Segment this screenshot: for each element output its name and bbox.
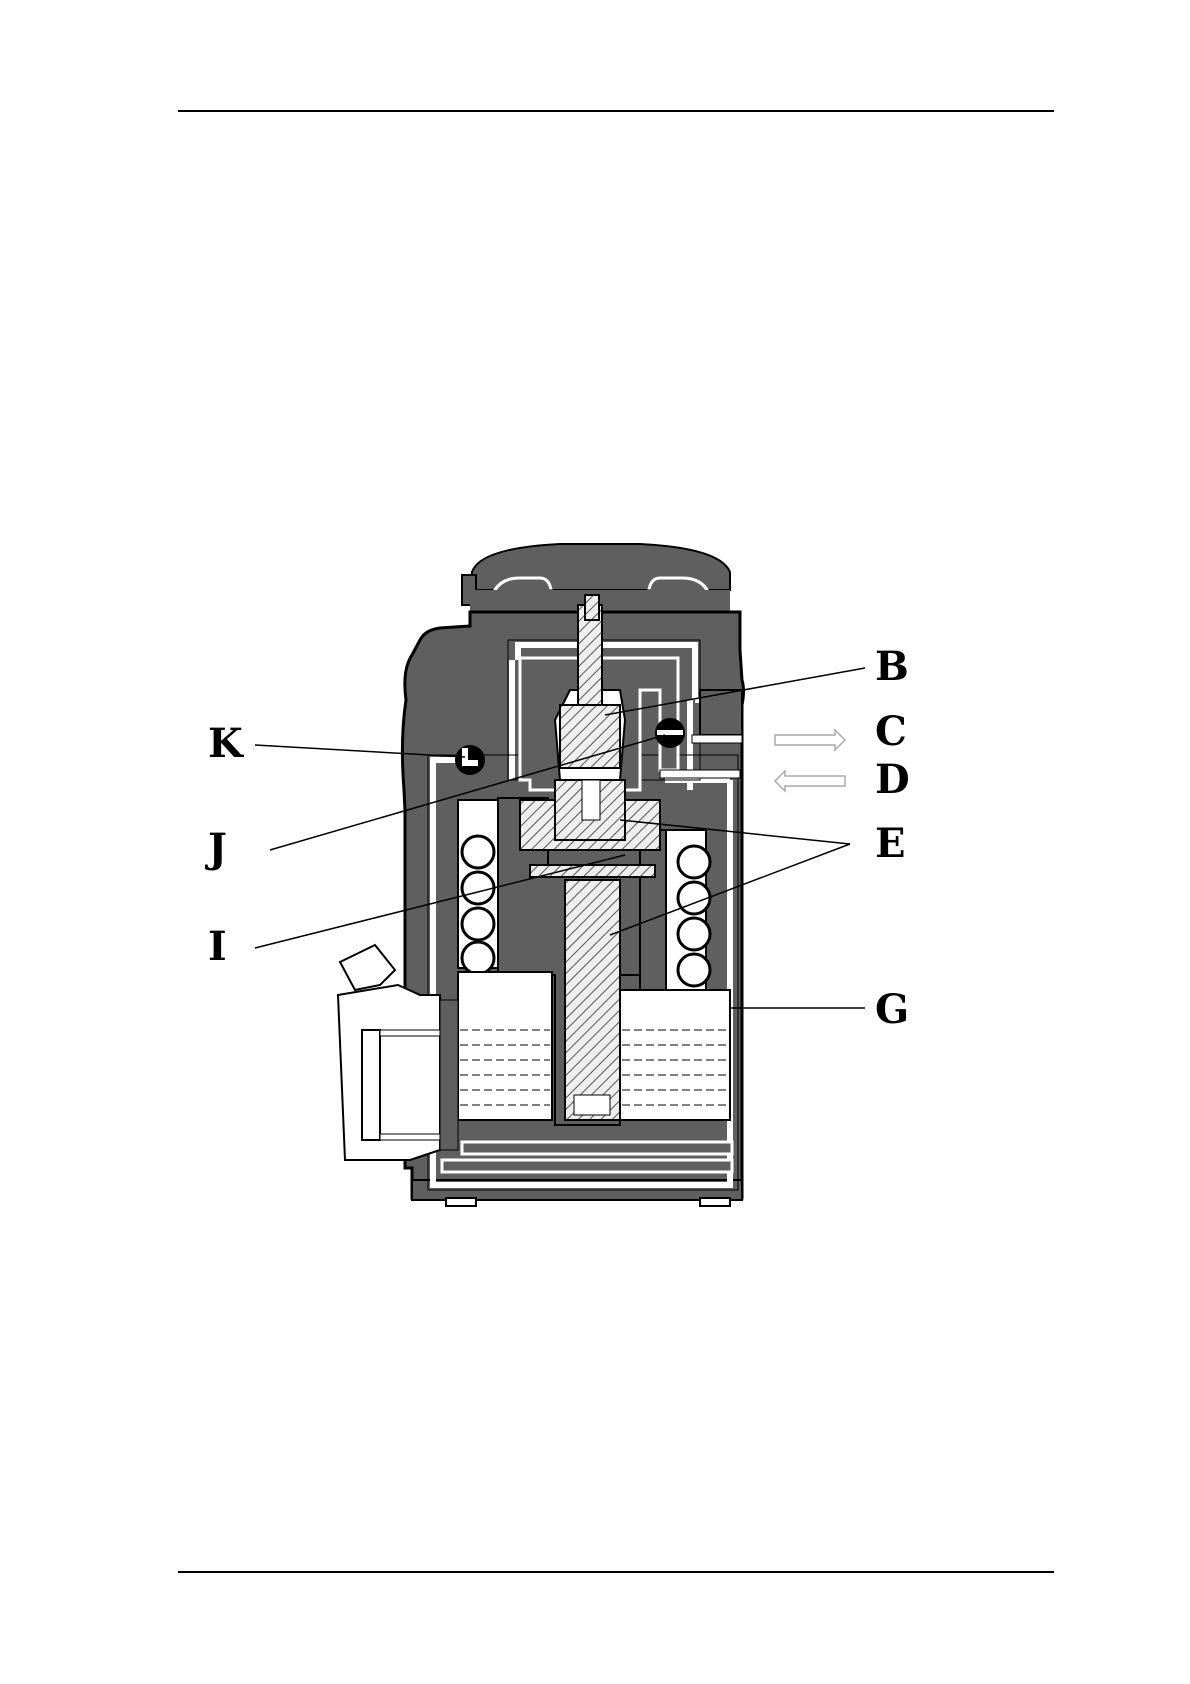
- label-i: I: [208, 923, 227, 970]
- label-b: B: [875, 643, 909, 690]
- return-channel: [660, 770, 740, 778]
- valve-j: [655, 718, 685, 748]
- label-e: E: [875, 820, 906, 867]
- rotor-gap: [582, 780, 600, 820]
- flow-arrow-d: [775, 771, 845, 791]
- flow-arrow-c: [775, 730, 845, 750]
- label-k: K: [208, 720, 244, 767]
- label-c: C: [875, 708, 907, 755]
- label-j: J: [205, 825, 227, 872]
- outlet-channel: [692, 735, 742, 743]
- label-d: D: [875, 756, 910, 803]
- shaft-end: [574, 1095, 610, 1115]
- label-g: G: [875, 986, 909, 1033]
- valve-k: [455, 745, 485, 775]
